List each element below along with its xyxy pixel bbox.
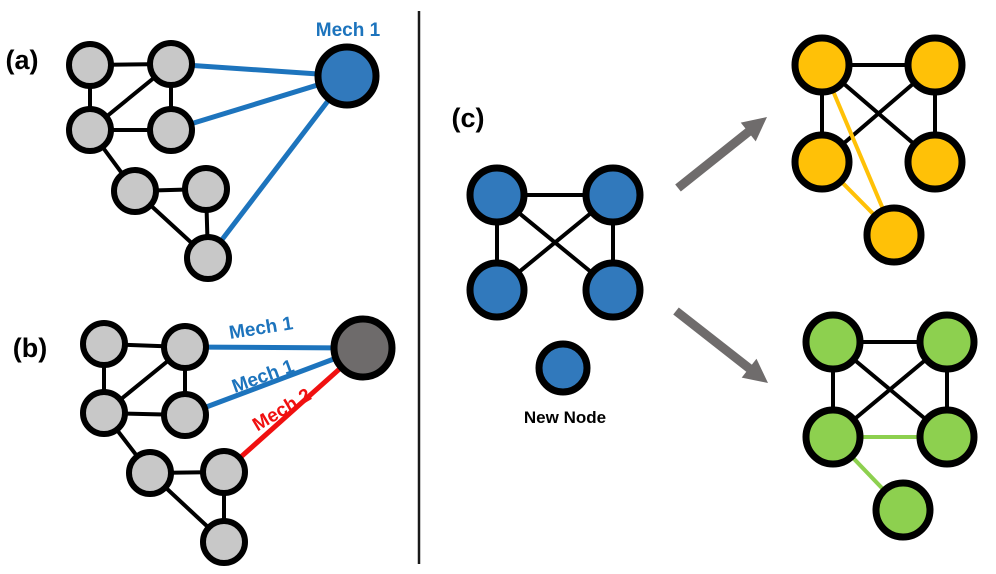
panel-c-source-node-s4[interactable] xyxy=(582,259,644,321)
panel-b-edge-b6-bM xyxy=(238,366,342,460)
panel-a-node-a2[interactable] xyxy=(147,40,195,88)
panel-c-orange-node-o1[interactable] xyxy=(791,34,853,96)
arrow-up-shaft xyxy=(675,124,756,192)
panel-c-source-node-sN[interactable] xyxy=(535,340,591,396)
new-node-caption: New Node xyxy=(524,408,606,427)
panel-b-node-b6[interactable] xyxy=(200,448,248,496)
panel-a-node-a1[interactable] xyxy=(66,41,114,89)
panel-c-label: (c) xyxy=(452,103,485,133)
panel-a-edge-a7-aM xyxy=(219,98,331,243)
panel-b-label: (b) xyxy=(13,333,47,363)
panel-c: (c) New Node xyxy=(452,34,978,541)
panel-a-edge-a2-aM xyxy=(192,63,317,77)
panel-a-node-aM[interactable] xyxy=(314,43,380,109)
mech-edge-label-1: Mech 1 xyxy=(228,313,295,344)
panel-c-source-node-s1[interactable] xyxy=(466,164,528,226)
panel-b-node-b4[interactable] xyxy=(161,391,209,439)
panel-c-green-node-g4[interactable] xyxy=(916,406,978,468)
panel-c-orange-nodes xyxy=(791,34,966,266)
panel-b-node-b5[interactable] xyxy=(126,449,174,497)
panel-b-nodes xyxy=(80,315,396,566)
mech-edge-label-3: Mech 2 xyxy=(249,385,315,436)
panel-b-node-b1[interactable] xyxy=(80,320,128,368)
panel-c-orange-node-o4[interactable] xyxy=(904,131,966,193)
panel-c-green-nodes xyxy=(802,311,978,541)
arrow-down-shaft xyxy=(673,307,757,376)
panel-b-edges xyxy=(102,342,342,544)
panel-b-node-b3[interactable] xyxy=(80,389,128,437)
panel-a-node-a5[interactable] xyxy=(111,167,159,215)
panel-c-green-edge-g3-gN xyxy=(850,455,886,492)
panel-c-green-node-gN[interactable] xyxy=(872,479,934,541)
panel-b-node-b7[interactable] xyxy=(200,518,248,566)
panel-a-label: (a) xyxy=(6,45,39,75)
panel-c-orange-edge-o1-oN xyxy=(831,89,885,211)
arrow-down-head xyxy=(741,358,768,383)
panel-a-edge-a4-aM xyxy=(191,82,319,126)
panel-c-green-node-g3[interactable] xyxy=(802,406,864,468)
mech-edge-label-2: Mech 1 xyxy=(229,356,297,398)
panel-a-node-a7[interactable] xyxy=(184,234,232,282)
panel-c-orange-edge-o3-oN xyxy=(840,180,876,217)
panel-c-orange-node-oN[interactable] xyxy=(863,204,925,266)
mech-node-caption-a: Mech 1 xyxy=(316,20,381,41)
panel-a-node-a4[interactable] xyxy=(147,106,195,154)
panel-c-green-node-g2[interactable] xyxy=(916,311,978,373)
panel-a: (a) Mech 1 xyxy=(6,20,381,282)
panel-b-node-b2[interactable] xyxy=(161,323,209,371)
panel-b-node-bM[interactable] xyxy=(330,315,396,381)
panel-c-orange-node-o2[interactable] xyxy=(904,34,966,96)
panel-c-source-nodes xyxy=(466,164,644,396)
panel-c-green-node-g1[interactable] xyxy=(802,311,864,373)
panel-c-orange-node-o3[interactable] xyxy=(791,131,853,193)
panel-a-node-a3[interactable] xyxy=(66,106,114,154)
panel-a-edges xyxy=(88,62,331,260)
panel-c-source-node-s2[interactable] xyxy=(582,164,644,226)
panel-a-nodes xyxy=(66,40,380,282)
panel-b-edge-b4-bM xyxy=(204,356,336,410)
panel-b-edge-b2-bM xyxy=(206,344,333,351)
panel-c-arrows xyxy=(673,117,768,383)
arrow-up-head xyxy=(740,117,767,142)
panel-a-node-a6[interactable] xyxy=(182,165,230,213)
panel-c-source-node-s3[interactable] xyxy=(466,259,528,321)
